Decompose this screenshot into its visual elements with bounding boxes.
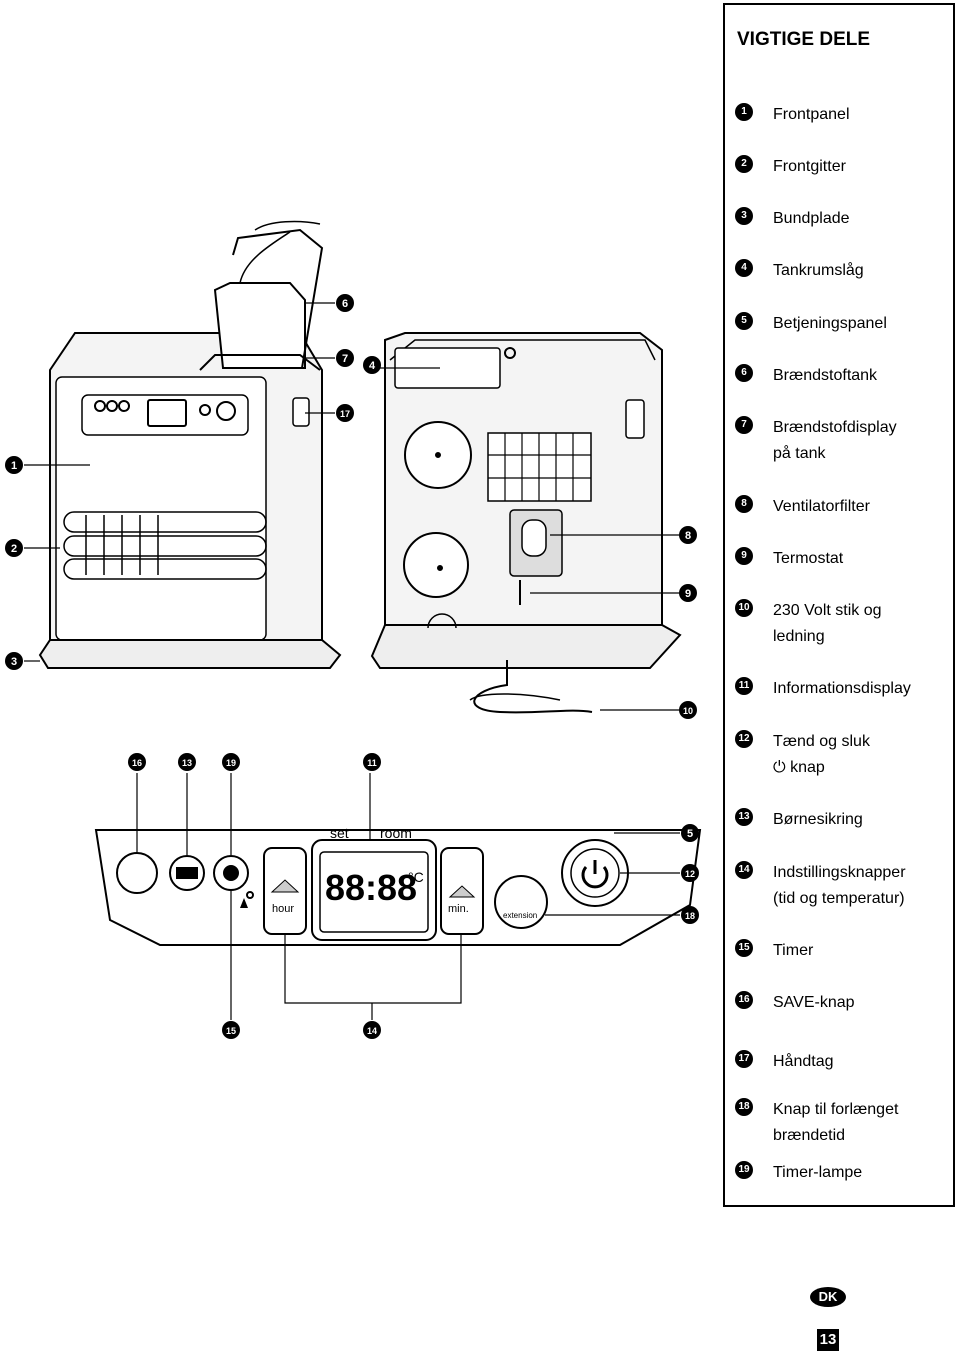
callout-1: 1 <box>5 456 23 474</box>
callout-14: 14 <box>363 1021 381 1039</box>
callout-number: 7 <box>342 353 348 365</box>
part-number-badge: 4 <box>735 259 753 277</box>
callout-number: 3 <box>11 656 17 668</box>
part-label: Frontpanel <box>773 106 850 123</box>
callout-7: 7 <box>336 349 354 367</box>
callout-number: 11 <box>367 758 377 768</box>
panel-set-label: set <box>330 825 349 841</box>
part-label: Håndtag <box>773 1053 834 1070</box>
callout-8: 8 <box>679 526 697 544</box>
part-label: Knap til forlænget brændetid <box>773 1101 899 1144</box>
callout-9: 9 <box>679 584 697 602</box>
part-label: Timer <box>773 942 814 959</box>
callout-number: 15 <box>226 1026 236 1036</box>
callout-number: 2 <box>11 543 17 555</box>
part-number-badge: 9 <box>735 547 753 565</box>
part-number-badge: 5 <box>735 312 753 330</box>
callout-6: 6 <box>336 294 354 312</box>
part-label: Brændstofdisplay på tank <box>773 419 897 462</box>
callout-11: 11 <box>363 753 381 771</box>
callout-number: 14 <box>367 1026 377 1036</box>
part-label: Ventilatorfilter <box>773 498 870 515</box>
part-number-badge: 16 <box>735 991 753 1009</box>
callout-number: 6 <box>342 298 348 310</box>
front-heater <box>38 220 342 669</box>
page-number: 13 <box>817 1329 839 1351</box>
parts-list-title: VIGTIGE DELE <box>737 29 871 50</box>
callout-number: 19 <box>226 758 236 768</box>
part-number-badge: 14 <box>735 861 753 879</box>
part-label: Termostat <box>773 550 844 567</box>
panel-celsius: °C <box>408 869 424 885</box>
callout-number: 18 <box>685 911 695 921</box>
part-number-badge: 12 <box>735 730 753 748</box>
callout-number: 5 <box>687 828 693 840</box>
callout-number: 13 <box>182 758 192 768</box>
part-number-badge: 15 <box>735 939 753 957</box>
part-number-badge: 6 <box>735 364 753 382</box>
part-number-badge: 19 <box>735 1161 753 1179</box>
callout-number: 9 <box>685 588 691 600</box>
callout-number: 10 <box>683 706 693 716</box>
part-number-badge: 18 <box>735 1098 753 1116</box>
back-heater <box>370 332 682 714</box>
part-number-badge: 2 <box>735 155 753 173</box>
part-label: Timer-lampe <box>773 1164 863 1181</box>
callout-number: 16 <box>132 758 142 768</box>
part-label: Tankrumslåg <box>773 262 864 279</box>
callout-number: 1 <box>11 460 17 472</box>
callout-2: 2 <box>5 539 23 557</box>
part-number-badge: 8 <box>735 495 753 513</box>
language-badge: DK <box>810 1287 846 1307</box>
callout-number: 4 <box>369 360 376 372</box>
callout-19: 19 <box>222 753 240 771</box>
panel-room-label: room <box>380 825 412 841</box>
part-label: Indstillingsknapper (tid og temperatur) <box>773 864 906 907</box>
part-number-badge: 17 <box>735 1050 753 1068</box>
callout-number: 17 <box>340 409 350 419</box>
callout-12: 12 <box>681 864 699 882</box>
panel-extension-label: extension <box>503 911 537 920</box>
callout-3: 3 <box>5 652 23 670</box>
callout-16: 16 <box>128 753 146 771</box>
part-label: Frontgitter <box>773 158 846 175</box>
heater-illustration: set room hour min. extension 88:88 °C 12… <box>5 220 702 1039</box>
callout-18: 18 <box>681 906 699 924</box>
callout-number: 8 <box>685 530 691 542</box>
callout-13: 13 <box>178 753 196 771</box>
callout-5: 5 <box>681 824 699 842</box>
callout-4: 4 <box>363 356 381 374</box>
panel-hour-label: hour <box>272 903 294 915</box>
part-label: Børnesikring <box>773 811 863 828</box>
callout-15: 15 <box>222 1021 240 1039</box>
callout-10: 10 <box>679 701 697 719</box>
part-label: Informationsdisplay <box>773 680 911 697</box>
part-label: 230 Volt stik og ledning <box>773 602 882 645</box>
part-number-badge: 1 <box>735 103 753 121</box>
part-label: Betjeningspanel <box>773 315 887 332</box>
part-number-badge: 7 <box>735 416 753 434</box>
part-label: Brændstoftank <box>773 367 878 384</box>
part-label: SAVE-knap <box>773 994 855 1011</box>
panel-min-label: min. <box>448 903 469 915</box>
panel-display-digits: 88:88 <box>325 867 417 908</box>
part-number-badge: 3 <box>735 207 753 225</box>
part-label: Bundplade <box>773 210 850 227</box>
control-panel <box>94 829 702 946</box>
callout-number: 12 <box>685 869 695 879</box>
part-number-badge: 11 <box>735 677 753 695</box>
part-number-badge: 13 <box>735 808 753 826</box>
callout-17: 17 <box>336 404 354 422</box>
parts-list-box: VIGTIGE DELE 1 Frontpanel 2 Frontgitter 3 Bun… <box>723 3 955 1207</box>
part-label: Tænd og sluk ⏻ knap <box>773 733 870 776</box>
part-number-badge: 10 <box>735 599 753 617</box>
